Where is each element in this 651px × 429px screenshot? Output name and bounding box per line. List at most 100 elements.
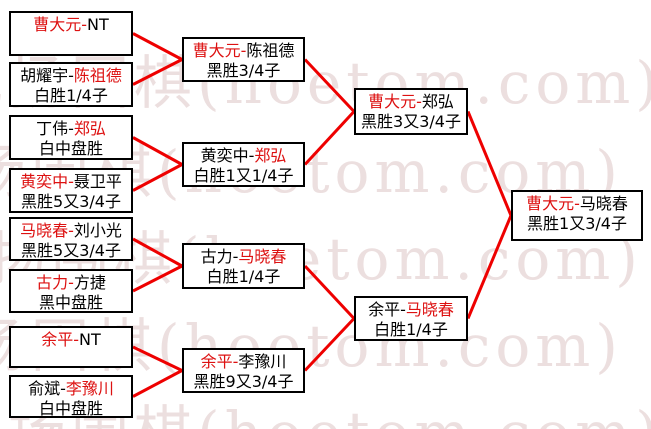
match-players: 曹大元-NT bbox=[33, 15, 109, 35]
connector-line bbox=[132, 369, 183, 398]
winner-name: 余平 bbox=[41, 330, 74, 349]
match-result: 黑胜3又3/4子 bbox=[361, 112, 461, 131]
player-name: 聂卫平 bbox=[73, 172, 122, 191]
winner-name: 马晓春 bbox=[405, 300, 454, 319]
connector-line bbox=[132, 264, 183, 293]
match-players: 曹大元-马晓春 bbox=[526, 194, 628, 214]
match-box-semifinal-m1: 曹大元-郑弘黑胜3又3/4子 bbox=[354, 88, 468, 135]
winner-name: 曹大元 bbox=[33, 15, 82, 34]
winner-name: 黄奕中 bbox=[20, 172, 69, 191]
match-players: 古力-方捷 bbox=[36, 273, 106, 293]
connector-line bbox=[132, 345, 183, 372]
player-name: 黄奕中 bbox=[200, 146, 249, 165]
winner-name: 陈祖德 bbox=[73, 66, 122, 85]
name-separator: - bbox=[68, 172, 74, 191]
match-players: 丁伟-郑弘 bbox=[36, 119, 106, 139]
winner-name: 古力 bbox=[36, 273, 69, 292]
player-name: 刘小光 bbox=[73, 221, 122, 240]
player-name: 余平 bbox=[368, 300, 401, 319]
winner-name: 郑弘 bbox=[73, 119, 106, 138]
match-result: 黑胜5又3/4子 bbox=[21, 241, 121, 260]
match-players: 古力-马晓春 bbox=[201, 247, 287, 267]
match-result: 白胜1又1/4子 bbox=[193, 166, 294, 185]
name-separator: - bbox=[248, 146, 255, 165]
connector-line bbox=[132, 136, 183, 166]
player-name: 丁伟 bbox=[36, 119, 69, 138]
match-players: 胡耀宇-陈祖德 bbox=[20, 66, 122, 86]
winner-name: 李豫川 bbox=[65, 379, 114, 398]
connector-line bbox=[132, 32, 183, 61]
match-box-round-2-m4: 余平-李豫川黑胜9又3/4子 bbox=[182, 348, 305, 393]
name-separator: - bbox=[81, 15, 88, 34]
match-players: 俞斌-李豫川 bbox=[28, 379, 114, 399]
match-box-round-1-m5: 马晓春-刘小光黑胜5又3/4子 bbox=[9, 217, 133, 261]
name-separator: - bbox=[73, 330, 80, 349]
player-name: 陈祖德 bbox=[246, 41, 295, 60]
match-result: 黑胜9又3/4子 bbox=[193, 372, 294, 391]
match-box-round-2-m1: 曹大元-陈祖德黑胜3/4子 bbox=[182, 37, 305, 82]
name-separator: - bbox=[68, 273, 74, 292]
player-name: 方捷 bbox=[73, 273, 106, 292]
player-name: NT bbox=[87, 15, 109, 34]
match-box-final-m1: 曹大元-马晓春黑胜1又3/4子 bbox=[511, 190, 643, 241]
player-name: 俞斌 bbox=[28, 379, 61, 398]
name-separator: - bbox=[68, 119, 74, 138]
match-box-round-1-m7: 余平-NT bbox=[9, 326, 133, 368]
name-separator: - bbox=[68, 66, 74, 85]
match-box-round-2-m3: 古力-马晓春白胜1/4子 bbox=[182, 243, 305, 289]
name-separator: - bbox=[232, 352, 239, 371]
connector-line bbox=[466, 214, 513, 320]
winner-name: 曹大元 bbox=[192, 41, 241, 60]
match-result: 白中盘胜 bbox=[38, 399, 103, 418]
winner-name: 曹大元 bbox=[526, 194, 575, 213]
match-box-semifinal-m2: 余平-马晓春白胜1/4子 bbox=[354, 296, 468, 341]
name-separator: - bbox=[68, 221, 74, 240]
name-separator: - bbox=[400, 300, 406, 319]
match-box-round-1-m4: 黄奕中-聂卫平黑胜5又3/4子 bbox=[9, 168, 133, 213]
match-box-round-2-m2: 黄奕中-郑弘白胜1又1/4子 bbox=[182, 142, 305, 187]
connector-line bbox=[303, 110, 356, 166]
player-name: 马晓春 bbox=[579, 194, 628, 213]
winner-name: 马晓春 bbox=[20, 221, 69, 240]
match-players: 余平-NT bbox=[41, 330, 101, 350]
player-name: 古力 bbox=[200, 247, 233, 266]
match-result: 白胜1/4子 bbox=[206, 267, 281, 286]
name-separator: - bbox=[240, 41, 247, 60]
name-separator: - bbox=[232, 247, 239, 266]
connector-line bbox=[303, 264, 356, 320]
match-result: 白中盘胜 bbox=[38, 139, 103, 158]
match-result: 黑胜1又3/4子 bbox=[527, 214, 627, 233]
connector-line bbox=[466, 110, 513, 217]
connector-line bbox=[303, 317, 356, 372]
winner-name: 郑弘 bbox=[254, 146, 287, 165]
match-box-round-1-m3: 丁伟-郑弘白中盘胜 bbox=[9, 115, 133, 160]
connector-line bbox=[132, 58, 183, 86]
connector-line bbox=[303, 58, 356, 113]
match-result: 黑中盘胜 bbox=[38, 293, 103, 312]
match-players: 黄奕中-郑弘 bbox=[201, 146, 287, 166]
match-players: 余平-马晓春 bbox=[368, 300, 454, 320]
match-box-round-1-m8: 俞斌-李豫川白中盘胜 bbox=[9, 375, 133, 418]
player-name: 李豫川 bbox=[238, 352, 287, 371]
match-players: 余平-李豫川 bbox=[201, 352, 287, 372]
match-box-round-1-m6: 古力-方捷黑中盘胜 bbox=[9, 269, 133, 313]
winner-name: 余平 bbox=[200, 352, 233, 371]
match-result: 白胜1/4子 bbox=[34, 86, 108, 105]
player-name: 胡耀宇 bbox=[20, 66, 69, 85]
name-separator: - bbox=[416, 92, 422, 111]
match-players: 曹大元-陈祖德 bbox=[193, 41, 295, 61]
player-name: 郑弘 bbox=[421, 92, 454, 111]
connector-line bbox=[132, 237, 183, 268]
match-players: 曹大元-郑弘 bbox=[368, 92, 454, 112]
winner-name: 曹大元 bbox=[368, 92, 417, 111]
match-box-round-1-m1: 曹大元-NT bbox=[9, 11, 133, 56]
player-name: NT bbox=[79, 330, 101, 349]
match-result: 黑胜3/4子 bbox=[206, 61, 281, 80]
match-result: 白胜1/4子 bbox=[374, 320, 448, 339]
winner-name: 马晓春 bbox=[238, 247, 287, 266]
match-players: 马晓春-刘小光 bbox=[20, 221, 122, 241]
match-result: 黑胜5又3/4子 bbox=[21, 192, 121, 211]
